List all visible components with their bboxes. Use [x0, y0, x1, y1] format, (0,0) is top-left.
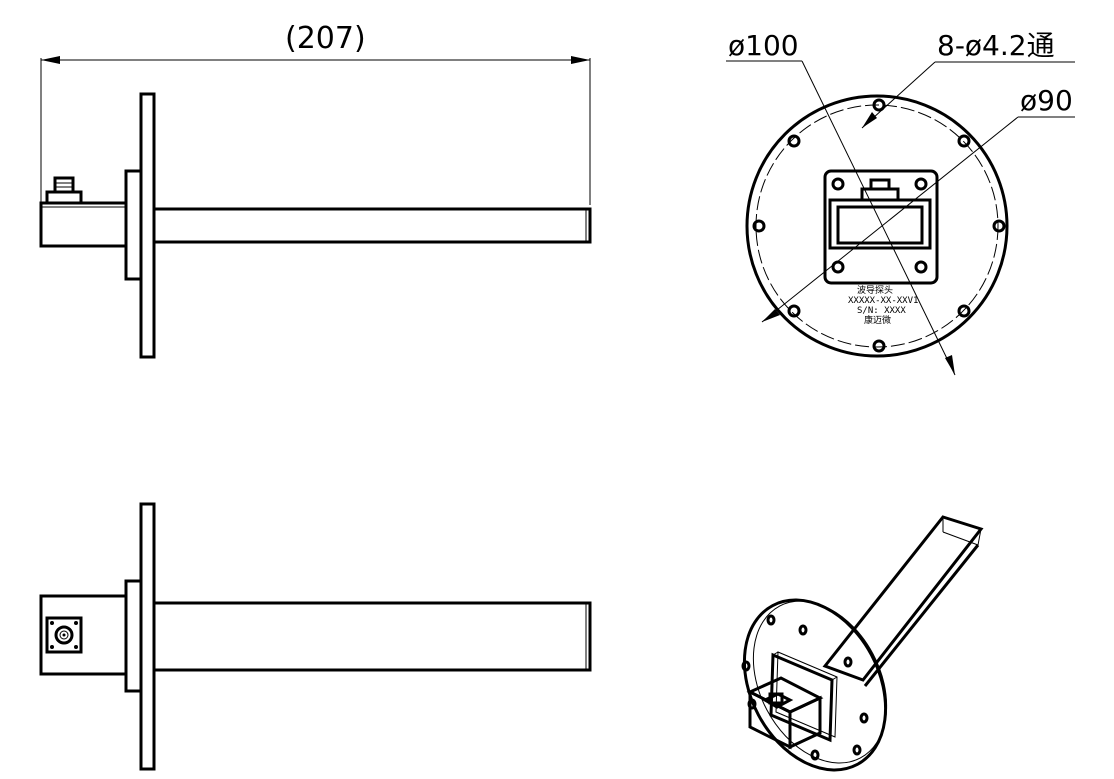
front-view: 波导探头 XXXXX-XX-XXV1 S/N: XXXX 康迈微 ø100 8-…	[726, 29, 1075, 376]
side-view: (207)	[39, 21, 592, 359]
nameplate-line4: 康迈微	[864, 314, 891, 326]
hole-spec-text: 8-ø4.2通	[937, 29, 1055, 62]
length-dimension-text: (207)	[285, 21, 366, 56]
nameplate-line1: 波导探头	[857, 284, 893, 296]
hole-spec-leader: 8-ø4.2通	[861, 29, 1075, 129]
connector-front	[45, 616, 83, 654]
length-dimension: (207)	[40, 21, 591, 205]
bolt-circle-leader: ø90	[761, 84, 1075, 323]
isometric-view	[741, 515, 984, 772]
flange-diameter-leader: ø100	[726, 29, 956, 376]
connector-side	[45, 176, 83, 205]
nameplate: 波导探头 XXXXX-XX-XXV1 S/N: XXXX 康迈微	[848, 284, 918, 326]
bolt-holes	[752, 98, 1006, 353]
flange-diameter-text: ø100	[728, 29, 799, 62]
top-view	[39, 502, 592, 771]
bolt-circle-text: ø90	[1020, 84, 1073, 117]
nameplate-line2: XXXXX-XX-XXV1	[848, 296, 918, 306]
nameplate-line3: S/N: XXXX	[857, 306, 906, 316]
